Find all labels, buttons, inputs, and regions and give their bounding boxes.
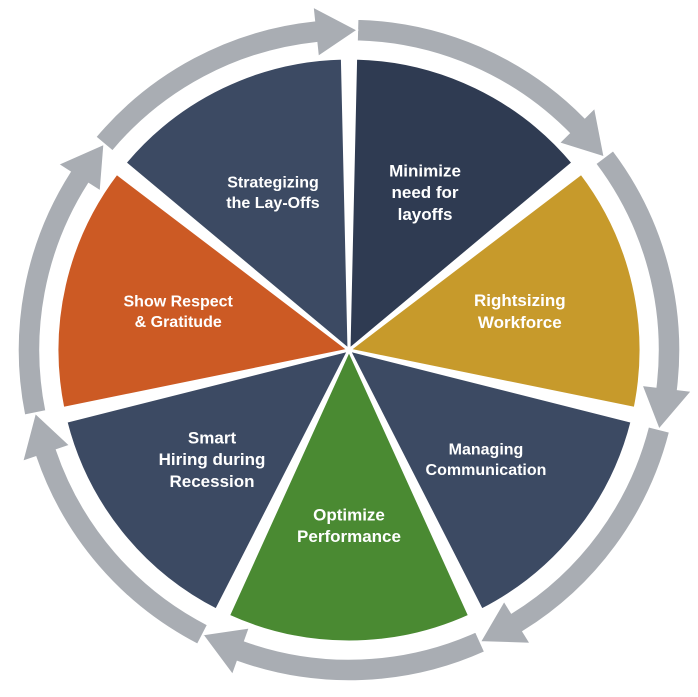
ring-arrow-managing-communication	[478, 425, 671, 645]
segment-rightsizing	[347, 171, 643, 411]
label-line: Communication	[426, 462, 547, 479]
ring-arrow-optimize-performance	[201, 626, 486, 682]
segment-strategizing	[123, 56, 351, 352]
segment-smart-hiring	[64, 348, 351, 612]
label-line: & Gratitude	[135, 314, 222, 331]
ring-arrow-smart-hiring	[21, 411, 209, 646]
label-line: need for	[391, 183, 458, 202]
label-line: Optimize	[313, 505, 385, 524]
label-minimize-need: Minimize need for layoffs	[389, 161, 461, 224]
label-line: the Lay-Offs	[226, 195, 319, 212]
ring-arrow-strategizing	[94, 5, 359, 153]
ring-arrow-minimize-need	[356, 18, 606, 159]
ring-arrow-rightsizing	[594, 149, 694, 431]
label-show-respect: Show Respect & Gratitude	[124, 293, 234, 330]
segment-managing-communication	[347, 348, 634, 612]
label-line: Recession	[169, 472, 254, 491]
label-line: Minimize	[389, 161, 461, 180]
label-strategizing: Strategizing the Lay-Offs	[226, 175, 319, 212]
segment-minimize-need	[347, 56, 575, 352]
cycle-arrow-ring	[17, 5, 694, 682]
label-line: layoffs	[398, 205, 453, 224]
segment-show-respect	[55, 171, 351, 411]
label-line: Performance	[297, 527, 401, 546]
label-line: Rightsizing	[474, 291, 566, 310]
label-line: Workforce	[478, 313, 562, 332]
label-line: Smart	[188, 428, 237, 447]
label-line: Hiring during	[159, 450, 266, 469]
label-line: Strategizing	[227, 175, 319, 192]
label-line: Managing	[449, 442, 524, 459]
label-line: Show Respect	[124, 293, 234, 310]
ring-arrow-show-respect	[17, 142, 105, 417]
cycle-segments	[55, 56, 643, 644]
segment-optimize-performance	[226, 348, 472, 644]
